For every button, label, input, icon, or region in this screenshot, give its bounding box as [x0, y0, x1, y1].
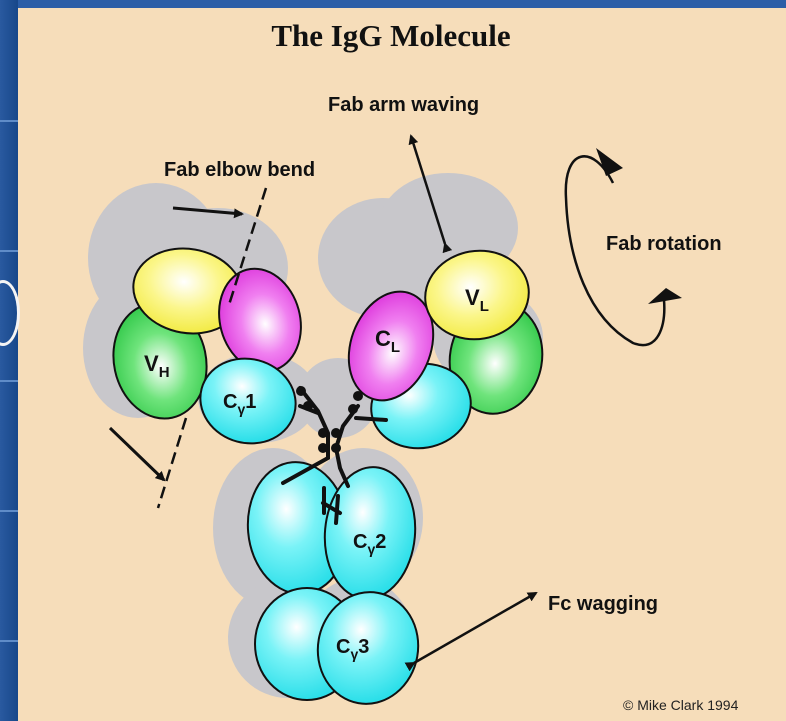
- fc-wagging-arrow: [414, 593, 536, 663]
- elbow-arrow-bottom: [110, 428, 164, 480]
- fab-rotation-arrowhead-top: [596, 148, 623, 176]
- frame-divider: [0, 120, 18, 122]
- frame-divider: [0, 510, 18, 512]
- fab-rotation-label: Fab rotation: [606, 233, 722, 255]
- fab-elbow-bend-label: Fab elbow bend: [164, 159, 315, 181]
- igg-diagram: VH VL CL Cγ1 Cγ2 Cγ3 The IgG Molecule Fa…: [18, 8, 786, 721]
- fab-arm-waving-label: Fab arm waving: [328, 94, 479, 116]
- diagram-panel: VH VL CL Cγ1 Cγ2 Cγ3 The IgG Molecule Fa…: [18, 8, 786, 721]
- elbow-axis-line-bottom: [158, 418, 186, 508]
- frame-divider: [0, 380, 18, 382]
- slide-frame-left: [0, 0, 18, 721]
- frame-divider: [0, 250, 18, 252]
- slide-frame-top: [0, 0, 786, 8]
- diagram-title: The IgG Molecule: [271, 18, 510, 53]
- frame-divider: [0, 640, 18, 642]
- credit-text: © Mike Clark 1994: [623, 697, 739, 713]
- fc-wagging-label: Fc wagging: [548, 593, 658, 615]
